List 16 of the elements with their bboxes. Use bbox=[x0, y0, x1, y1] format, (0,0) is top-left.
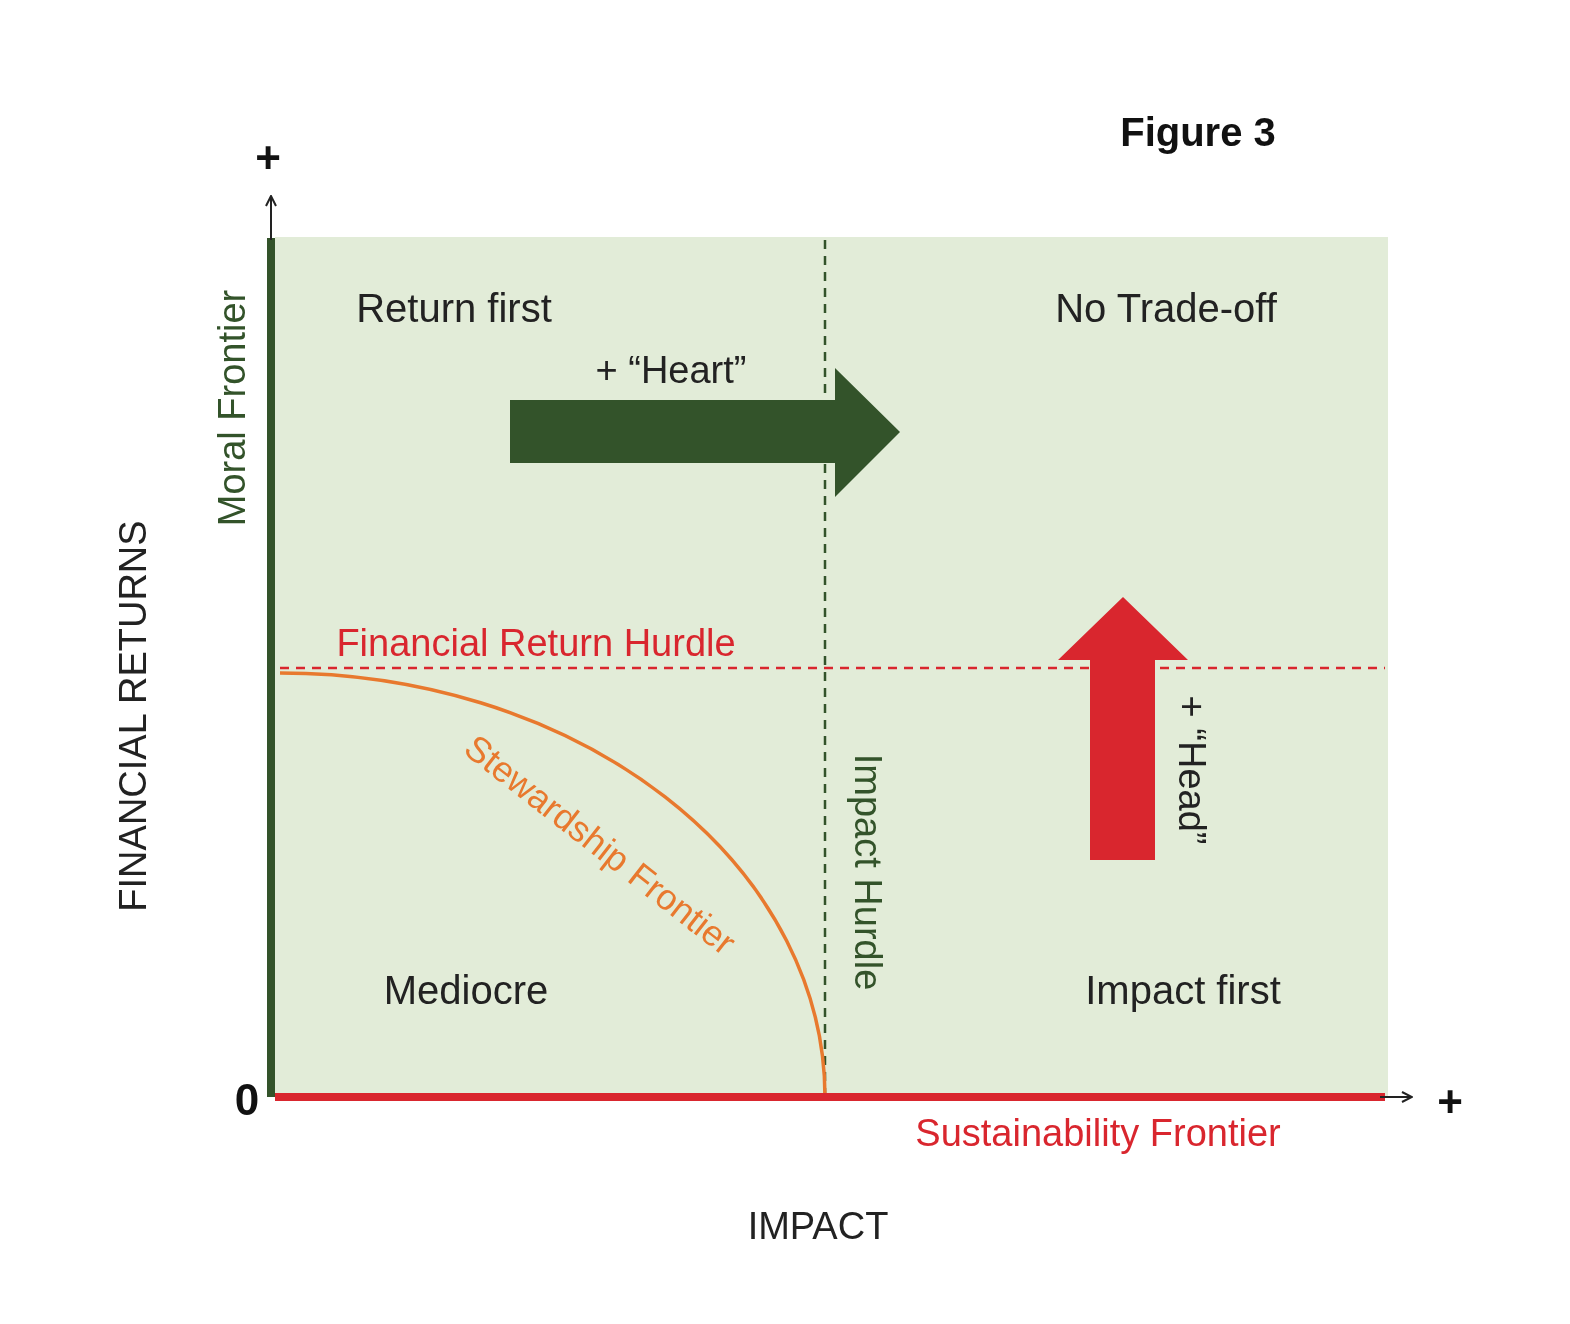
frontier-label: Moral Frontier bbox=[213, 289, 251, 527]
axis-title: IMPACT bbox=[747, 1207, 889, 1245]
axis-origin-label: 0 bbox=[234, 1078, 260, 1122]
arrow-label: + “Heart” bbox=[595, 351, 747, 389]
frontier-label: Sustainability Frontier bbox=[915, 1114, 1281, 1152]
arrow-label: + “Head” bbox=[1173, 695, 1211, 845]
figure-title: Figure 3 bbox=[1120, 112, 1276, 152]
quadrant-label: No Trade-off bbox=[1055, 288, 1277, 328]
quadrant-label: Impact first bbox=[1085, 970, 1281, 1010]
axis-end-label: + bbox=[255, 136, 281, 180]
axis-end-label: + bbox=[1437, 1080, 1463, 1124]
quadrant-label: Return first bbox=[356, 288, 552, 328]
axis-title: FINANCIAL RETURNS bbox=[114, 520, 152, 912]
hurdle-label: Financial Return Hurdle bbox=[336, 624, 736, 662]
hurdle-label: Impact Hurdle bbox=[849, 753, 887, 991]
quadrant-label: Mediocre bbox=[383, 970, 549, 1010]
